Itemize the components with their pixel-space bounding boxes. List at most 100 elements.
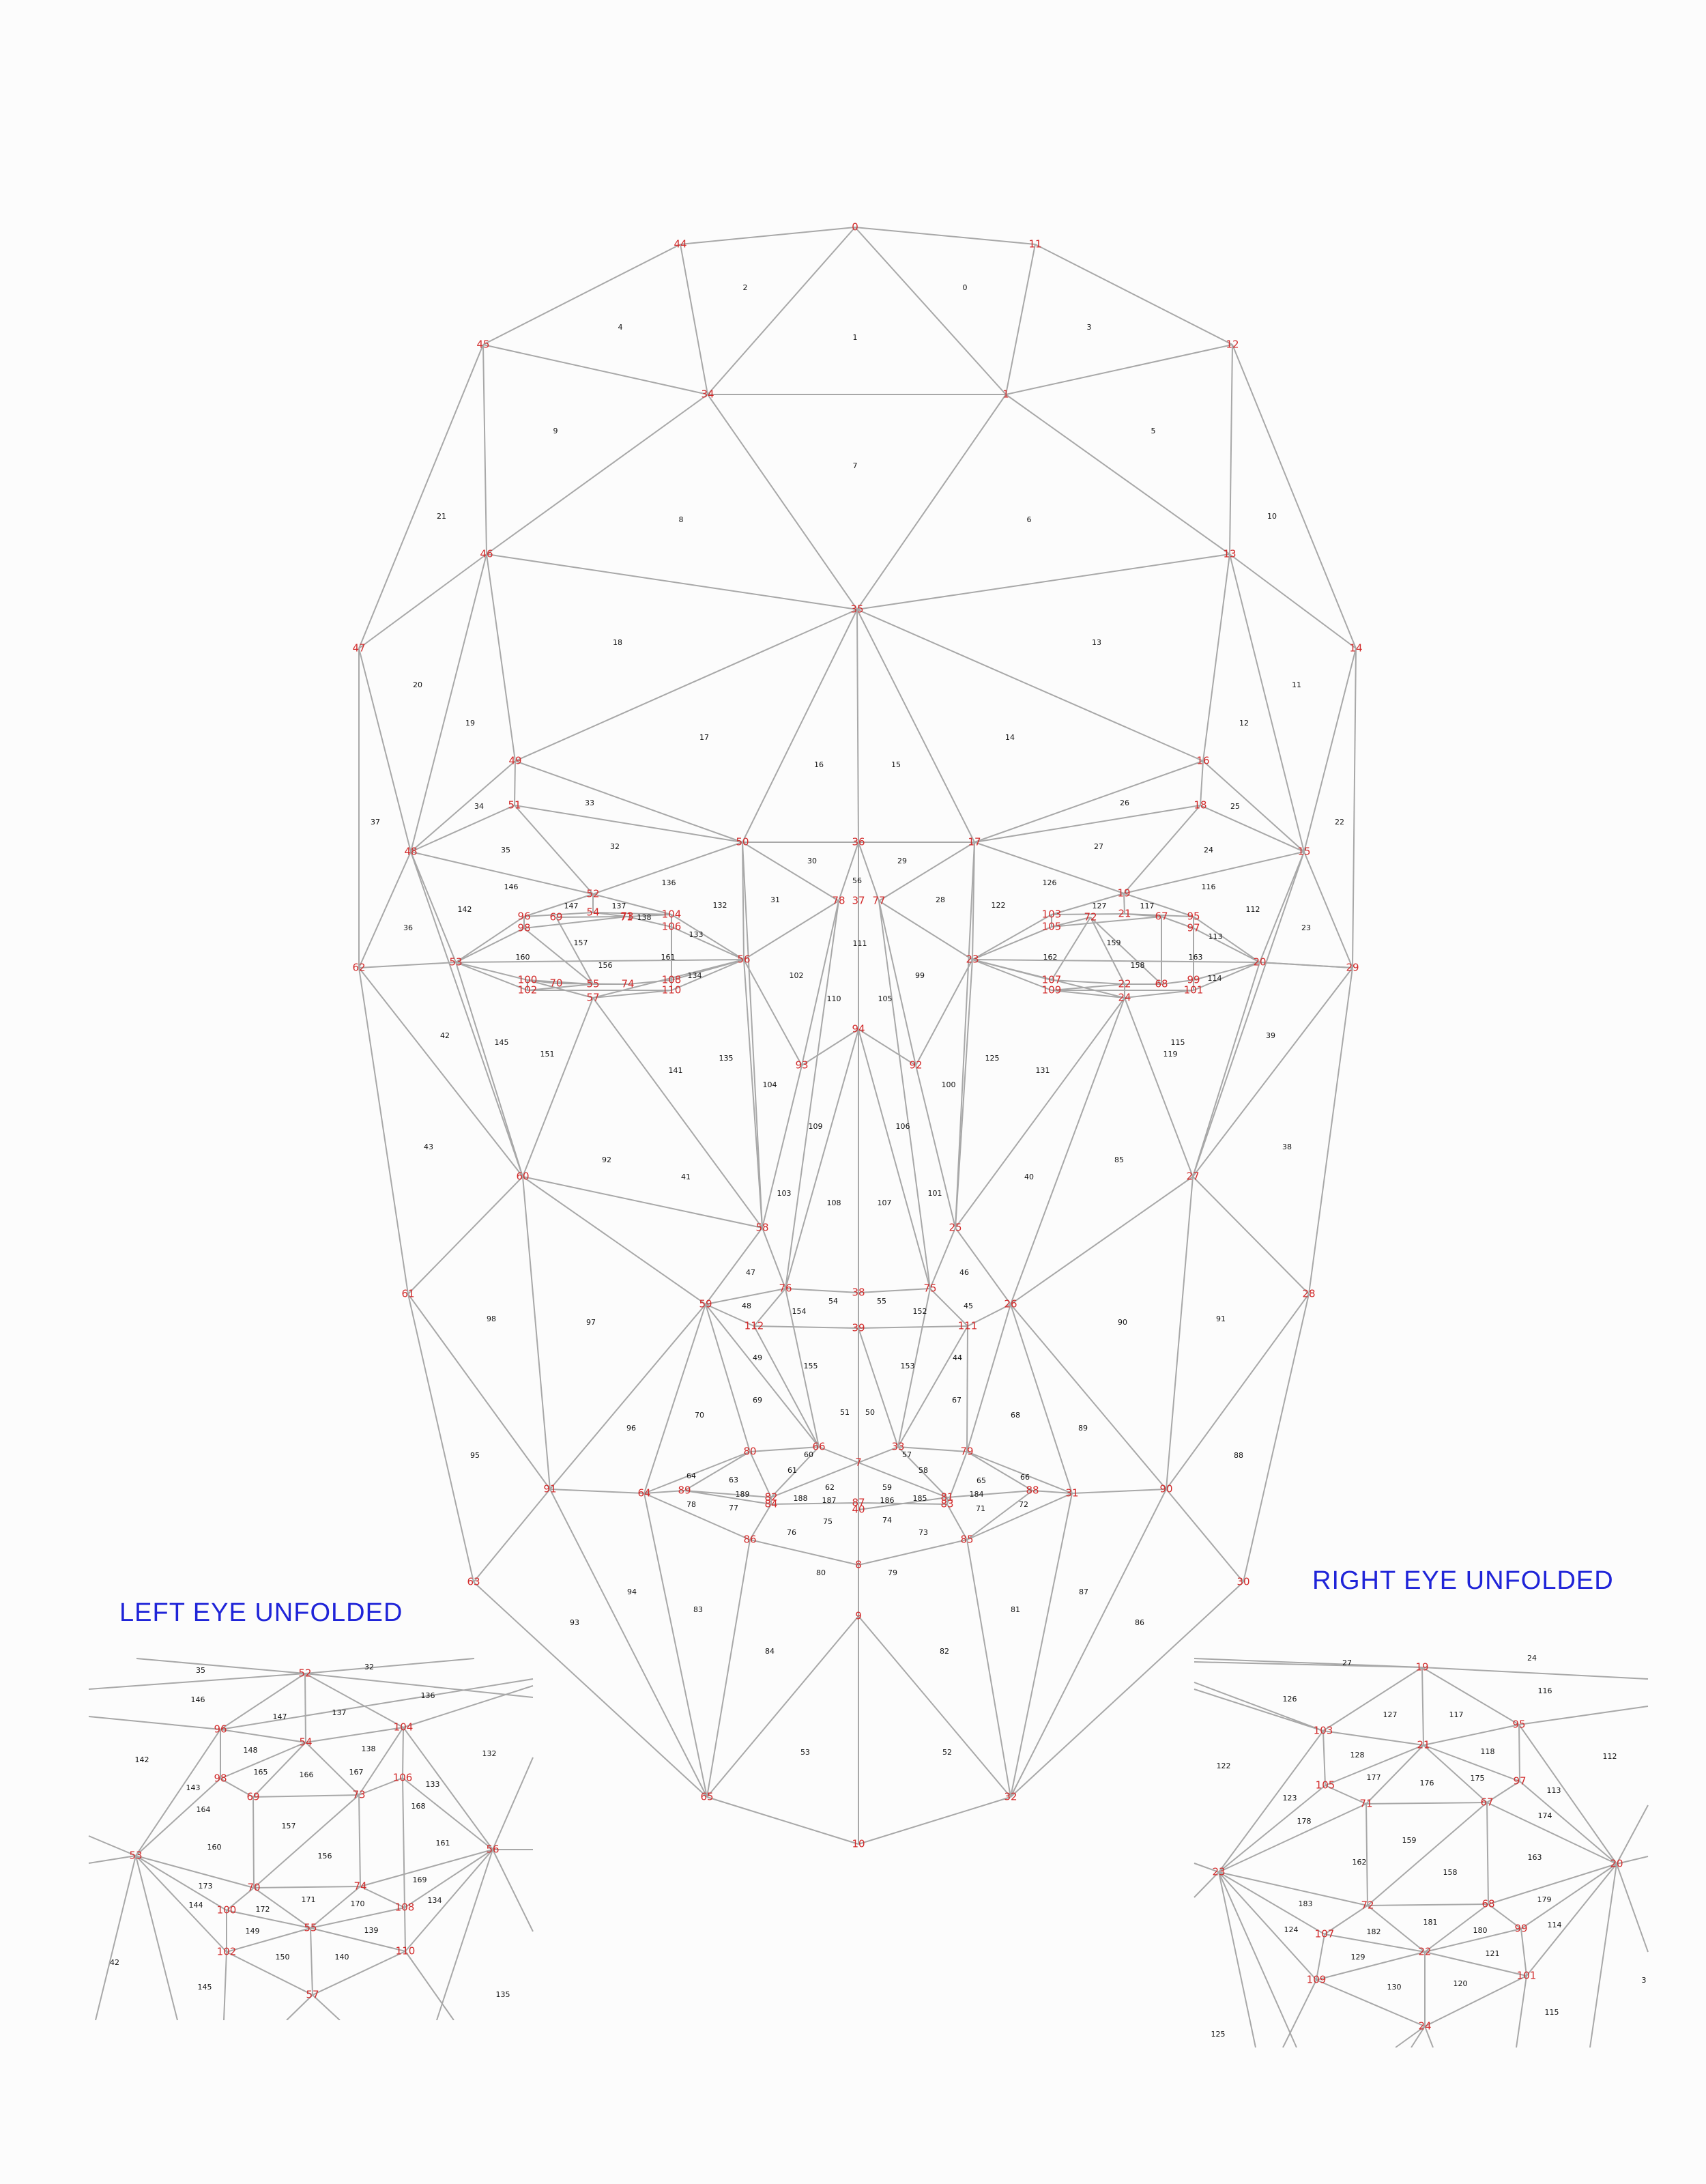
right-eye-spoke <box>1589 1863 1617 2048</box>
left-eye-spoke <box>136 1658 306 1674</box>
right-eye-spoke <box>1194 1682 1324 1732</box>
vertex-label-68: 68 <box>1155 978 1168 990</box>
vertex-label-79: 79 <box>960 1446 973 1458</box>
face-label-109: 109 <box>809 1122 823 1131</box>
right-eye-face-124: 124 <box>1284 1925 1299 1934</box>
left-eye-edge <box>135 1778 221 1856</box>
vertex-label-101: 101 <box>1184 984 1204 996</box>
face-label-117: 117 <box>1140 902 1155 910</box>
left-eye-spoke <box>95 1855 136 2021</box>
face-label-50: 50 <box>865 1408 875 1417</box>
vertex-label-94: 94 <box>852 1023 865 1035</box>
right-eye-vertex-71: 71 <box>1359 1798 1372 1810</box>
mesh-edge <box>972 959 1052 991</box>
right-eye-face-179: 179 <box>1537 1895 1552 1904</box>
left-eye-edge <box>402 1777 493 1850</box>
mesh-edge <box>592 959 744 998</box>
vertex-label-39: 39 <box>852 1322 865 1334</box>
vertex-label-63: 63 <box>467 1576 480 1588</box>
left-eye-spoke <box>88 1673 306 1690</box>
right-eye-face-183: 183 <box>1299 1899 1313 1908</box>
mesh-edge <box>1161 979 1194 985</box>
mesh-edge <box>955 959 973 1228</box>
mesh-edge <box>482 244 681 345</box>
left-eye-spoke <box>403 1685 534 1728</box>
mesh-edge <box>1035 244 1233 345</box>
mesh-edge <box>410 851 457 963</box>
face-label-85: 85 <box>1114 1155 1124 1164</box>
face-label-67: 67 <box>952 1396 962 1405</box>
left-eye-edge <box>135 1855 255 1888</box>
mesh-edge <box>523 916 628 929</box>
mesh-edge <box>1193 916 1260 963</box>
right-eye-edge <box>1518 1724 1617 1865</box>
face-label-90: 90 <box>1118 1318 1127 1327</box>
left-eye-edge <box>310 1907 405 1929</box>
vertex-label-91: 91 <box>543 1483 556 1495</box>
mesh-edge <box>680 244 708 395</box>
right-eye-vertex-20: 20 <box>1610 1858 1623 1870</box>
left-eye-face-140: 140 <box>335 1953 349 1962</box>
mesh-edge <box>486 394 708 555</box>
left-eye-edge <box>135 1855 227 1911</box>
vertex-label-59: 59 <box>699 1298 712 1310</box>
right-eye-face-3: 3 <box>1642 1976 1647 1985</box>
face-label-44: 44 <box>953 1353 962 1362</box>
vertex-label-77: 77 <box>872 895 885 907</box>
face-label-159: 159 <box>1107 938 1121 947</box>
mesh-edge <box>854 227 1036 245</box>
mesh-edge <box>1229 554 1305 852</box>
face-label-42: 42 <box>440 1031 450 1040</box>
mesh-edge <box>878 900 931 1289</box>
vertex-label-50: 50 <box>736 836 749 848</box>
left-eye-face-157: 157 <box>282 1822 296 1830</box>
right-eye-spoke <box>1218 1871 1297 2048</box>
vertex-label-32: 32 <box>1004 1791 1017 1803</box>
left-eye-face-146: 146 <box>191 1695 205 1704</box>
face-label-64: 64 <box>686 1471 696 1480</box>
right-eye-vertex-24: 24 <box>1418 2020 1431 2032</box>
face-label-20: 20 <box>413 680 422 689</box>
right-eye-edge <box>1218 1871 1325 1935</box>
left-eye-edge <box>402 1777 405 1908</box>
mesh-edge <box>753 1288 786 1327</box>
right-eye-face-180: 180 <box>1473 1926 1488 1935</box>
face-label-114: 114 <box>1208 974 1222 983</box>
main-face-mesh: 0178910111213141516171819202122232425262… <box>352 221 1362 1850</box>
mesh-edge <box>358 648 411 852</box>
right-eye-face-175: 175 <box>1471 1774 1485 1783</box>
mesh-edge <box>592 990 672 998</box>
mesh-edge <box>749 1451 772 1498</box>
face-label-84: 84 <box>765 1647 775 1656</box>
vertex-label-100: 100 <box>518 974 538 986</box>
mesh-edge <box>592 912 672 915</box>
mesh-edge <box>410 760 516 852</box>
face-label-46: 46 <box>959 1268 969 1277</box>
right-eye-spoke <box>1516 1975 1527 2048</box>
right-eye-edge <box>1367 1905 1426 1953</box>
mesh-edge <box>644 1490 685 1494</box>
left-eye-face-136: 136 <box>421 1691 435 1700</box>
face-label-55: 55 <box>877 1297 886 1306</box>
mesh-edge <box>743 959 763 1228</box>
mesh-edge <box>684 1490 772 1505</box>
right-eye-vertex-97: 97 <box>1513 1775 1526 1787</box>
face-label-116: 116 <box>1202 882 1216 891</box>
mesh-edge <box>972 914 1052 960</box>
left-eye-edge <box>226 1951 313 1996</box>
vertex-label-86: 86 <box>743 1534 756 1546</box>
mesh-edge <box>644 1493 751 1540</box>
left-eye-edge <box>253 1886 361 1888</box>
vertex-label-8: 8 <box>855 1559 862 1571</box>
left-eye-mask <box>0 2020 614 2184</box>
vertex-label-93: 93 <box>795 1059 808 1072</box>
mesh-edge <box>762 1227 786 1289</box>
mesh-edge <box>455 959 744 963</box>
face-label-33: 33 <box>585 799 594 807</box>
left-eye-edge <box>226 1910 311 1929</box>
left-eye-vertex-70: 70 <box>247 1882 260 1894</box>
face-label-138: 138 <box>637 913 652 922</box>
mesh-edge <box>858 1615 1011 1798</box>
right-eye-spoke <box>1282 1979 1317 2048</box>
left-eye-edge <box>404 1849 493 1908</box>
